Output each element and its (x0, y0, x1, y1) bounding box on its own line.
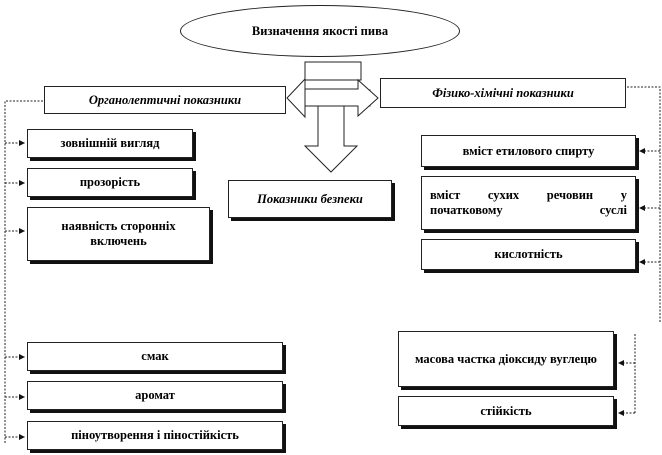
item-co2: масова частка діоксиду вуглецю (398, 331, 614, 387)
item-foam-label: піноутворення і піностійкість (71, 428, 239, 442)
item-acidity-label: кислотність (494, 247, 563, 261)
title-label: Визначення якості пива (251, 23, 389, 38)
item-taste-label: смак (141, 349, 169, 363)
category-organoleptic-label: Органолептичні показники (88, 92, 242, 107)
title-ellipse: Визначення якості пива (180, 5, 460, 57)
item-taste: смак (27, 342, 283, 371)
item-inclusions-label: наявність сторонніх включень (61, 219, 176, 248)
category-safety-label: Показники безпеки (257, 191, 363, 206)
item-stability-label: стійкість (480, 403, 532, 418)
item-stability: стійкість (398, 396, 614, 426)
item-ethanol: вміст етилового спирту (421, 135, 636, 167)
item-dry-matter: вміст сухих речовин у початковому суслі (421, 176, 636, 230)
item-foam: піноутворення і піностійкість (27, 421, 283, 450)
category-physchem-label: Фізико-хімічні показники (432, 85, 574, 100)
item-ethanol-label: вміст етилового спирту (462, 143, 595, 158)
item-co2-label: масова частка діоксиду вуглецю (415, 351, 597, 366)
item-appearance-label: зовнішній вигляд (60, 136, 160, 150)
item-appearance: зовнішній вигляд (27, 129, 193, 158)
item-clarity-label: прозорість (79, 175, 141, 189)
down-block-arrow (303, 105, 359, 173)
item-inclusions: наявність сторонніх включень (27, 207, 210, 261)
item-clarity: прозорість (27, 168, 193, 197)
item-aroma: аромат (27, 381, 283, 410)
left-bracket-line (4, 100, 43, 443)
item-acidity: кислотність (421, 239, 636, 270)
category-safety: Показники безпеки (228, 180, 392, 218)
right-bracket-line (627, 86, 661, 322)
center-connector (304, 61, 362, 81)
category-organoleptic: Органолептичні показники (44, 86, 286, 114)
category-physchem: Фізико-хімічні показники (380, 78, 626, 108)
item-aroma-label: аромат (135, 388, 175, 402)
item-dry-matter-label: вміст сухих речовин у початковому суслі (430, 188, 627, 217)
